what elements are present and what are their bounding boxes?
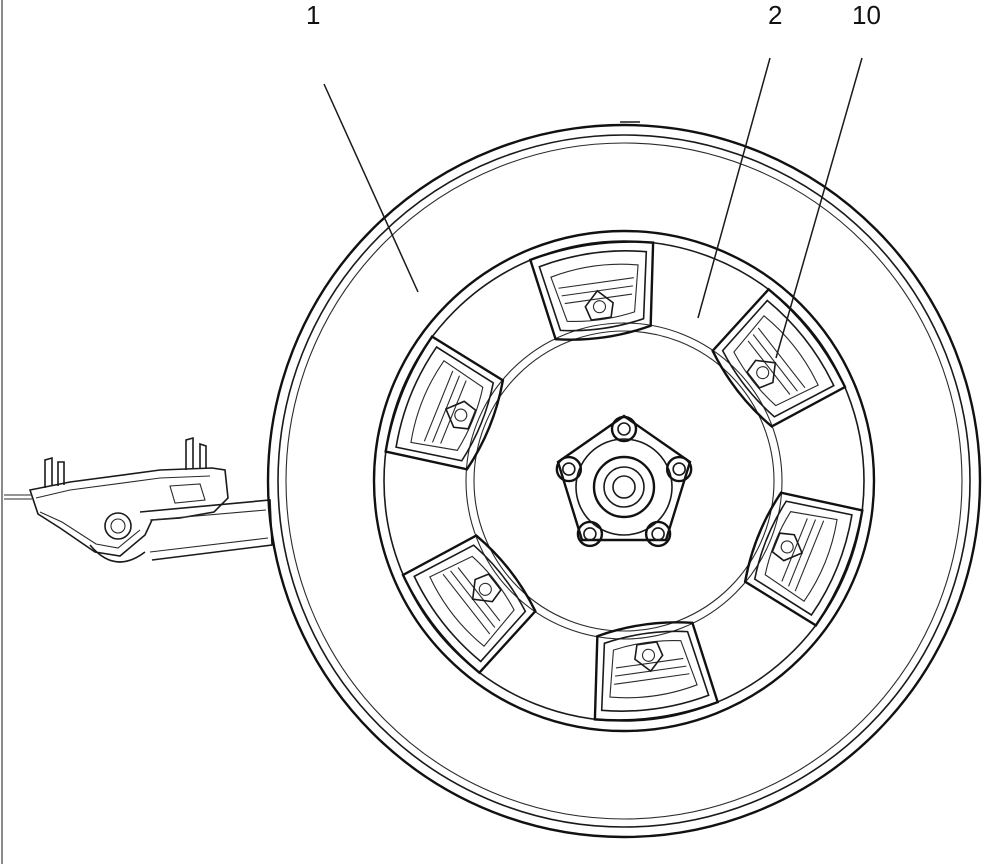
leader-line-spoke-pocket [697,57,771,319]
lug-nut [576,520,604,548]
lug-nut [610,415,638,443]
spoke-pocket [384,334,505,471]
callout-spoke-pocket: 2 [697,0,782,319]
hub [555,414,693,548]
spoke-pocket [711,287,847,428]
spoke-pocket [401,534,537,675]
leader-line-rim-face [775,57,863,359]
callout-label-spoke-pocket: 2 [768,0,782,30]
spoke-pockets [384,240,864,722]
callout-tire: 1 [306,0,419,293]
callout-rim-face: 10 [775,0,881,359]
tire [266,121,982,839]
callout-label-tire: 1 [306,0,320,30]
leader-line-tire [323,83,419,293]
callout-label-rim-face: 10 [852,0,881,30]
spoke-pocket [593,621,720,722]
lug-nut [555,455,583,483]
spoke-pocket [743,491,864,628]
rim [372,229,876,733]
lug-nut [644,520,672,548]
lug-nut [665,455,693,483]
spoke-pocket [528,240,655,341]
mounting-bracket [4,436,273,563]
